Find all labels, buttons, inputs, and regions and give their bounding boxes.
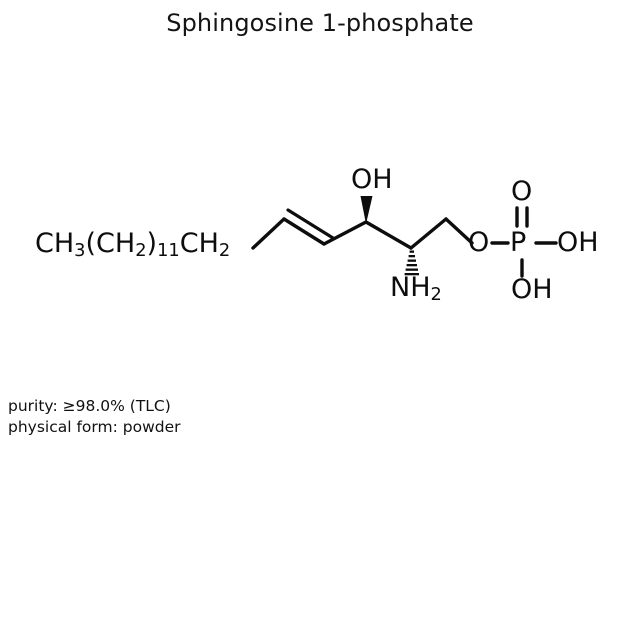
atom-label-alkyl-chain: CH3(CH2)11CH2 [35, 228, 231, 261]
atom-label-phosphoryl-oxygen: O [511, 176, 533, 207]
stereo-hash-amine [404, 250, 419, 276]
bond-c4-c3 [322, 220, 368, 246]
bond-c5-c4-double-inner [286, 208, 335, 240]
atom-label-hydroxyl-bottom: OH [511, 274, 553, 305]
bond-c5-c4-double-outer [282, 217, 326, 246]
property-physical-form: physical form: powder [8, 418, 181, 436]
properties-block: purity: ≥98.0% (TLC) physical form: powd… [8, 396, 181, 438]
bond-c3-c2 [364, 220, 413, 250]
property-purity: purity: ≥98.0% (TLC) [8, 397, 171, 415]
page-title: Sphingosine 1-phosphate [166, 9, 474, 37]
bond-c6-c5 [251, 217, 286, 250]
bond-c1-o [444, 217, 474, 245]
atom-label-amine: NH2 [390, 272, 442, 305]
bond-c2-c1 [409, 217, 448, 250]
atom-label-hydroxyl: OH [351, 164, 393, 195]
atom-label-hydroxyl-right: OH [557, 227, 599, 258]
atom-label-ester-oxygen: O [468, 227, 490, 258]
atom-label-phosphorus: P [510, 227, 527, 258]
stereo-wedge-hydroxyl [360, 196, 373, 224]
